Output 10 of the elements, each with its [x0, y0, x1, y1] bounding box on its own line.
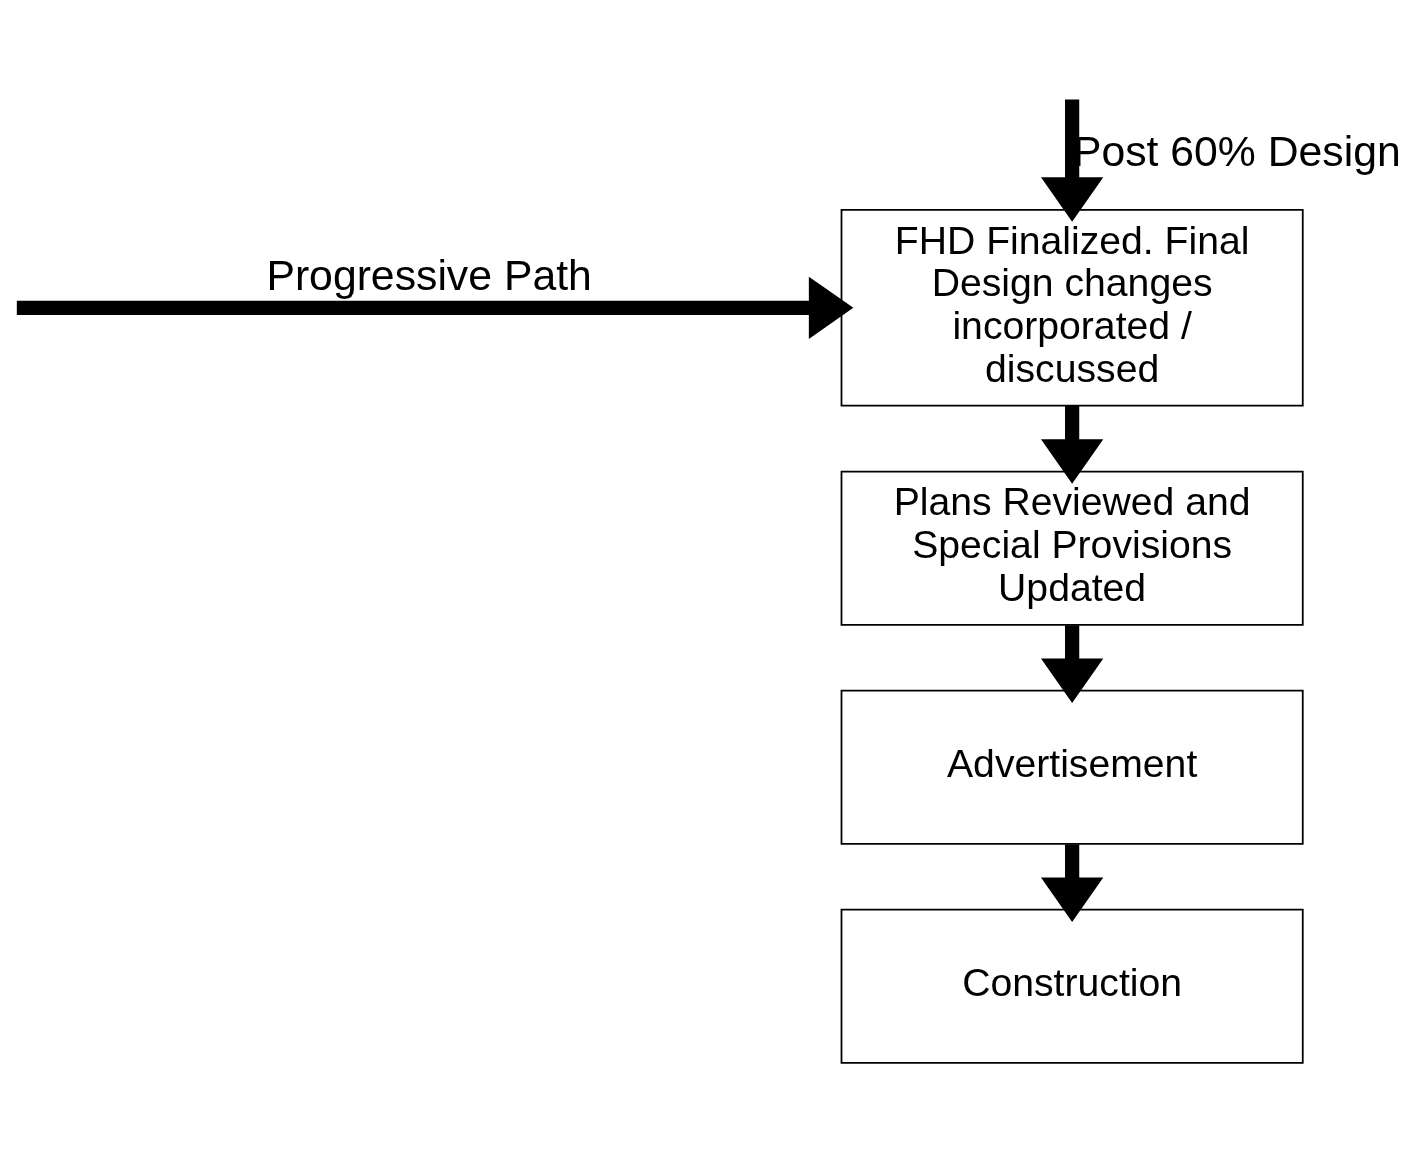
node-box: Advertisement: [840, 689, 1304, 845]
arrow: [1041, 844, 1104, 922]
arrow: [1041, 99, 1104, 222]
arrow: [1041, 625, 1104, 703]
node-box: Construction: [840, 908, 1304, 1064]
arrow: [16, 276, 854, 339]
node-box: Plans Reviewed and Special Provisions Updated: [840, 470, 1304, 626]
arrow: [1041, 405, 1104, 484]
edge-label: Progressive Path: [266, 251, 592, 300]
node-box: FHD Finalized. Final Design changes incorporated / discussed: [840, 208, 1304, 407]
